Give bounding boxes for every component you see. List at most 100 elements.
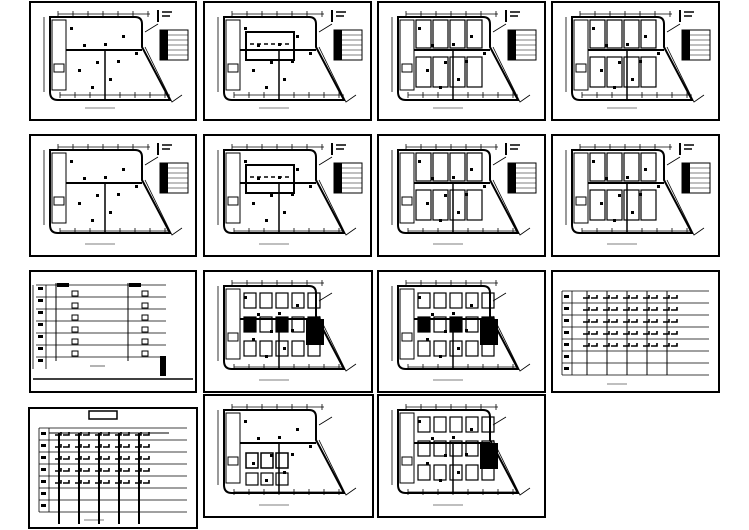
- drawing-sheet-floor-plan: [29, 134, 197, 257]
- device-symbol: [83, 44, 86, 47]
- device-symbol: [278, 43, 281, 46]
- outlet-symbol: [583, 319, 598, 323]
- drawing-sheet-floor-plan: [551, 1, 720, 121]
- room: [449, 464, 463, 481]
- building-outline: [571, 149, 694, 234]
- building-outline: [223, 285, 346, 370]
- stair-core: [399, 19, 415, 91]
- outlet-symbol: [95, 480, 110, 484]
- device-symbol: [605, 44, 608, 47]
- breaker: [71, 326, 79, 333]
- device-symbol: [631, 211, 634, 214]
- room: [449, 292, 463, 309]
- floor-label-mark: [564, 319, 569, 322]
- device-symbol: [283, 471, 286, 474]
- room: [415, 56, 432, 88]
- stair-core: [225, 288, 241, 360]
- device-symbol: [270, 61, 273, 64]
- device-symbol: [431, 437, 434, 440]
- floor-label-mark: [564, 343, 569, 346]
- elevator: [575, 196, 587, 206]
- device-symbol: [117, 193, 120, 196]
- stair-core: [573, 19, 589, 91]
- elevator: [53, 196, 65, 206]
- building-outline: [223, 409, 346, 494]
- device-symbol: [592, 160, 595, 163]
- wiring-run: [144, 23, 183, 103]
- sheet-frame: [551, 270, 720, 393]
- device-symbol: [644, 168, 647, 171]
- device-symbol: [431, 177, 434, 180]
- device-symbol: [70, 160, 73, 163]
- device-symbol: [426, 69, 429, 72]
- breaker: [71, 314, 79, 321]
- outlet-symbol: [75, 456, 90, 460]
- device-symbol: [283, 347, 286, 350]
- sheet-frame: [551, 134, 720, 257]
- floor-label-mark: [41, 456, 46, 459]
- stair-core: [51, 152, 67, 224]
- breaker: [141, 290, 149, 297]
- device-symbol: [426, 338, 429, 341]
- stair-core: [225, 412, 241, 484]
- schedule-column: [334, 163, 342, 193]
- room: [640, 19, 657, 49]
- building-outline: [49, 149, 172, 234]
- device-symbol: [452, 176, 455, 179]
- device-symbol: [244, 420, 247, 423]
- device-symbol: [431, 44, 434, 47]
- device-symbol: [265, 219, 268, 222]
- device-symbol: [135, 52, 138, 55]
- outlet-symbol: [115, 444, 130, 448]
- device-symbol: [252, 202, 255, 205]
- room: [432, 19, 449, 49]
- elevator: [227, 456, 239, 466]
- drawing-sheet-floor-plan: [377, 1, 546, 121]
- room: [465, 416, 479, 433]
- outlet-symbol: [663, 343, 678, 347]
- device-symbol: [457, 347, 460, 350]
- device-symbol: [278, 176, 281, 179]
- device-symbol: [135, 185, 138, 188]
- device-symbol: [600, 69, 603, 72]
- device-symbol: [70, 27, 73, 30]
- device-symbol: [465, 193, 468, 196]
- distribution-box: [88, 410, 118, 420]
- device-symbol: [418, 296, 421, 299]
- room: [449, 19, 466, 49]
- device-symbol: [426, 462, 429, 465]
- drawing-sheet-floor-plan: [377, 394, 546, 518]
- device-symbol: [109, 211, 112, 214]
- room: [449, 316, 463, 333]
- stair-core: [225, 19, 241, 91]
- shaded-area: [306, 319, 324, 345]
- device-symbol: [244, 27, 247, 30]
- outlet-symbol: [643, 307, 658, 311]
- floor-label-mark: [38, 335, 43, 338]
- building-outline: [397, 285, 520, 370]
- outlet-symbol: [663, 295, 678, 299]
- outlet-symbol: [583, 307, 598, 311]
- device-symbol: [465, 329, 468, 332]
- room: [433, 440, 447, 457]
- device-symbol: [270, 454, 273, 457]
- device-symbol: [618, 61, 621, 64]
- device-symbol: [291, 193, 294, 196]
- sheet-frame: [28, 407, 198, 529]
- device-symbol: [96, 61, 99, 64]
- outlet-symbol: [115, 468, 130, 472]
- building-outline: [397, 149, 520, 234]
- stair-core: [399, 288, 415, 360]
- floor-label-mark: [41, 504, 46, 507]
- breaker: [71, 350, 79, 357]
- room: [623, 152, 640, 182]
- room: [449, 416, 463, 433]
- device-symbol: [483, 321, 486, 324]
- building-outline: [397, 409, 520, 494]
- room: [275, 316, 289, 333]
- room: [640, 152, 657, 182]
- device-symbol: [122, 35, 125, 38]
- device-symbol: [291, 329, 294, 332]
- room: [415, 152, 432, 182]
- elevator: [227, 63, 239, 73]
